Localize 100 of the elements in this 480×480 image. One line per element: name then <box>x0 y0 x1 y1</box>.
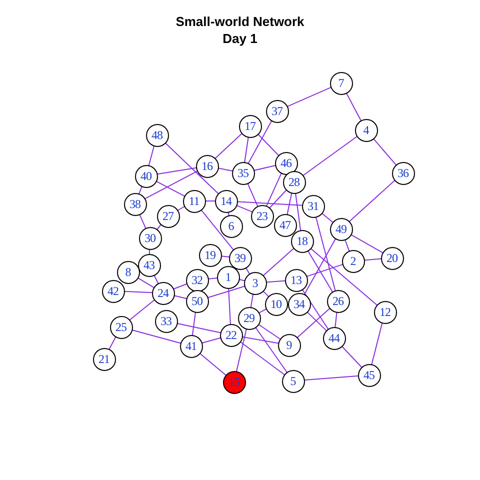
edge-line <box>345 92 362 122</box>
edge-line <box>244 136 249 164</box>
network-node: 1 <box>216 266 240 288</box>
edge-line <box>216 168 234 172</box>
edge-line <box>296 308 331 338</box>
edge-line <box>302 375 360 381</box>
network-node: 36 <box>392 162 414 184</box>
edge-line <box>306 250 334 292</box>
network-node: 6 <box>220 214 242 238</box>
network-node: 43 <box>138 254 160 276</box>
edge-line <box>164 142 219 194</box>
edge-line <box>144 170 198 200</box>
network-node: 4 <box>354 118 378 142</box>
network-node: 30 <box>138 226 162 250</box>
network-node: 42 <box>102 280 124 302</box>
edge-line <box>176 206 186 212</box>
network-node: 41 <box>180 334 202 358</box>
edge-line <box>108 336 117 350</box>
edge-line <box>176 322 222 334</box>
edge-line <box>348 180 396 222</box>
edge-line <box>228 286 231 326</box>
network-node: 48 <box>146 124 168 146</box>
network-node: 29 <box>238 306 260 330</box>
network-node: 16 <box>196 154 218 178</box>
network-node: 15 <box>222 370 246 394</box>
edge-line <box>302 136 358 176</box>
network-node: 11 <box>182 190 206 212</box>
edge-line <box>204 200 216 202</box>
network-node: 5 <box>282 370 304 392</box>
network-node: 3 <box>244 272 266 294</box>
edge-line <box>206 278 218 280</box>
network-node: 39 <box>228 246 252 270</box>
edge-line <box>320 212 334 223</box>
edge-line <box>248 120 272 164</box>
edge-line <box>236 201 304 206</box>
network-node: 34 <box>288 292 310 316</box>
network-node: 21 <box>92 348 116 370</box>
edge-line <box>172 294 188 300</box>
network-node: 32 <box>186 268 208 292</box>
network-node: 23 <box>250 204 274 228</box>
edge-line <box>264 280 286 283</box>
network-node: 46 <box>274 152 298 174</box>
network-node: 31 <box>302 194 324 218</box>
network-node: 19 <box>198 244 222 266</box>
chart-title: Small-world Network <box>174 14 306 29</box>
network-node: 7 <box>330 72 352 94</box>
edge-line <box>362 258 382 261</box>
edge-line <box>301 288 329 330</box>
edge-line <box>172 283 188 290</box>
edge-line <box>309 247 378 306</box>
edge-line <box>240 336 280 344</box>
edge-line <box>138 185 143 195</box>
edge-line <box>128 299 156 321</box>
edge-line <box>138 213 146 229</box>
edge-line <box>206 286 246 298</box>
network-node: 18 <box>290 230 314 252</box>
edge-line <box>153 274 159 284</box>
edge-line <box>266 172 282 207</box>
edge-line <box>372 137 397 166</box>
edge-line <box>154 180 186 197</box>
subtitle: Day 1 <box>222 31 258 46</box>
edge-line <box>198 352 226 376</box>
edge-line <box>334 310 338 328</box>
edge-line <box>371 322 383 366</box>
network-node: 49 <box>330 218 352 240</box>
edge-line <box>344 238 350 252</box>
edge-line <box>305 264 344 278</box>
network-node: 20 <box>380 246 404 270</box>
edge-line <box>286 86 332 108</box>
network-node: 22 <box>220 324 242 346</box>
network-node: 26 <box>326 290 350 312</box>
edge-line <box>262 248 295 276</box>
network-node: 35 <box>232 162 254 184</box>
edge-line <box>254 326 288 373</box>
edge-line <box>304 238 336 296</box>
edge-line <box>250 292 254 308</box>
network-node: 14 <box>214 190 238 212</box>
edge-line <box>286 192 292 216</box>
edge-line <box>258 308 268 314</box>
network-node: 28 <box>282 170 306 194</box>
edge-line <box>238 340 286 376</box>
edge-line <box>214 132 243 160</box>
edge-line <box>123 290 153 294</box>
edge-line <box>220 256 230 258</box>
edge-line <box>340 345 362 368</box>
edge-line <box>350 234 384 254</box>
network-node: 38 <box>124 192 146 216</box>
network-node: 47 <box>274 214 296 236</box>
edge-line <box>246 182 258 207</box>
edge-line <box>192 310 196 336</box>
network-node: 50 <box>186 290 208 312</box>
edge-line <box>200 208 234 250</box>
network-node: 8 <box>116 260 140 284</box>
network-node: 40 <box>134 164 158 188</box>
network-node: 24 <box>152 282 174 304</box>
edge-line <box>256 133 280 156</box>
edge-line <box>257 323 281 340</box>
edge-line <box>136 276 154 288</box>
edge-line <box>268 189 288 209</box>
network-node: 44 <box>322 326 346 350</box>
